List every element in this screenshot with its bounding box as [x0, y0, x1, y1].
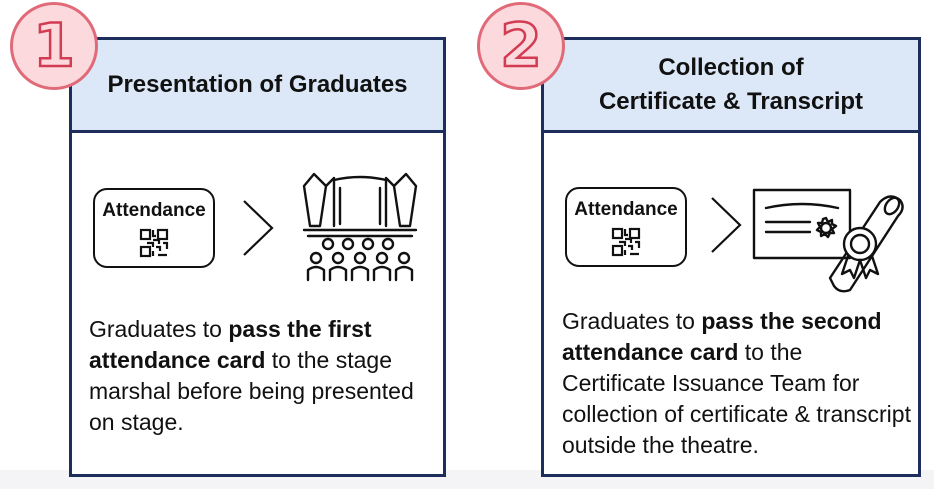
step-1-desc-post: to the stage marshal before being presen…	[89, 347, 414, 435]
qr-code-icon	[139, 228, 169, 258]
step-2-title-line-2: Certificate & Transcript	[598, 88, 864, 115]
attendance-card-icon: Attendance	[565, 187, 687, 267]
step-2-desc-pre: Graduates to	[562, 308, 702, 334]
qr-code-icon	[611, 227, 641, 257]
step-1-desc-pre: Graduates to	[89, 316, 229, 342]
attendance-card-label: Attendance	[574, 199, 678, 220]
step-1-badge: 1	[10, 2, 98, 90]
step-2-number: 2	[499, 11, 543, 81]
step-1-number: 1	[32, 11, 76, 81]
step-2-panel: Collection of Certificate & Transcript	[541, 37, 921, 477]
step-1-title-line-1: Presentation of Graduates	[107, 71, 408, 98]
attendance-card-label: Attendance	[102, 200, 206, 221]
step-2-badge: 2	[477, 2, 565, 90]
certificate-diploma-icon	[752, 188, 904, 293]
step-1-description: Graduates to pass the first attendance c…	[89, 314, 439, 438]
step-1-desc-bold: pass the first attendance card	[89, 316, 372, 373]
attendance-card-icon: Attendance	[93, 188, 215, 268]
step-2-title: Collection of Certificate & Transcript	[544, 40, 918, 133]
step-2-desc-post: to the Certificate Issuance Team for col…	[562, 339, 911, 458]
chevron-right-icon	[243, 200, 274, 256]
step-2-title-line-1: Collection of	[658, 54, 804, 81]
stage-audience-icon	[302, 172, 418, 282]
step-1-title: Presentation of Graduates	[72, 40, 443, 133]
step-2-description: Graduates to pass the second attendance …	[562, 306, 912, 461]
chevron-right-icon	[711, 197, 742, 253]
step-2-desc-bold: pass the second attendance card	[562, 308, 882, 365]
